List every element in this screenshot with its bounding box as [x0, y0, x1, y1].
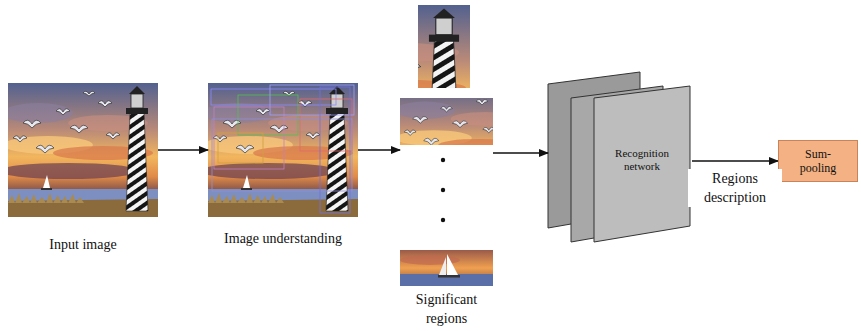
flow-arrow	[692, 160, 778, 161]
region-stack: Significant regions	[400, 5, 493, 286]
edge-label: Regions description	[688, 169, 782, 207]
input-image: Input image	[8, 83, 158, 217]
understanding-image: Image understanding	[208, 83, 358, 217]
node-label: Sum-pooling	[794, 147, 842, 175]
flow-arrow	[158, 149, 208, 150]
network-block: Recognition network	[548, 72, 692, 242]
image-caption: Significant regions	[397, 290, 497, 328]
image-caption: Input image	[8, 235, 158, 254]
image-caption: Image understanding	[223, 229, 343, 248]
node-label: Recognition network	[596, 147, 688, 173]
flow-arrow	[358, 149, 400, 150]
pooling-box: Sum-pooling	[778, 140, 858, 182]
flow-arrow	[493, 152, 548, 153]
